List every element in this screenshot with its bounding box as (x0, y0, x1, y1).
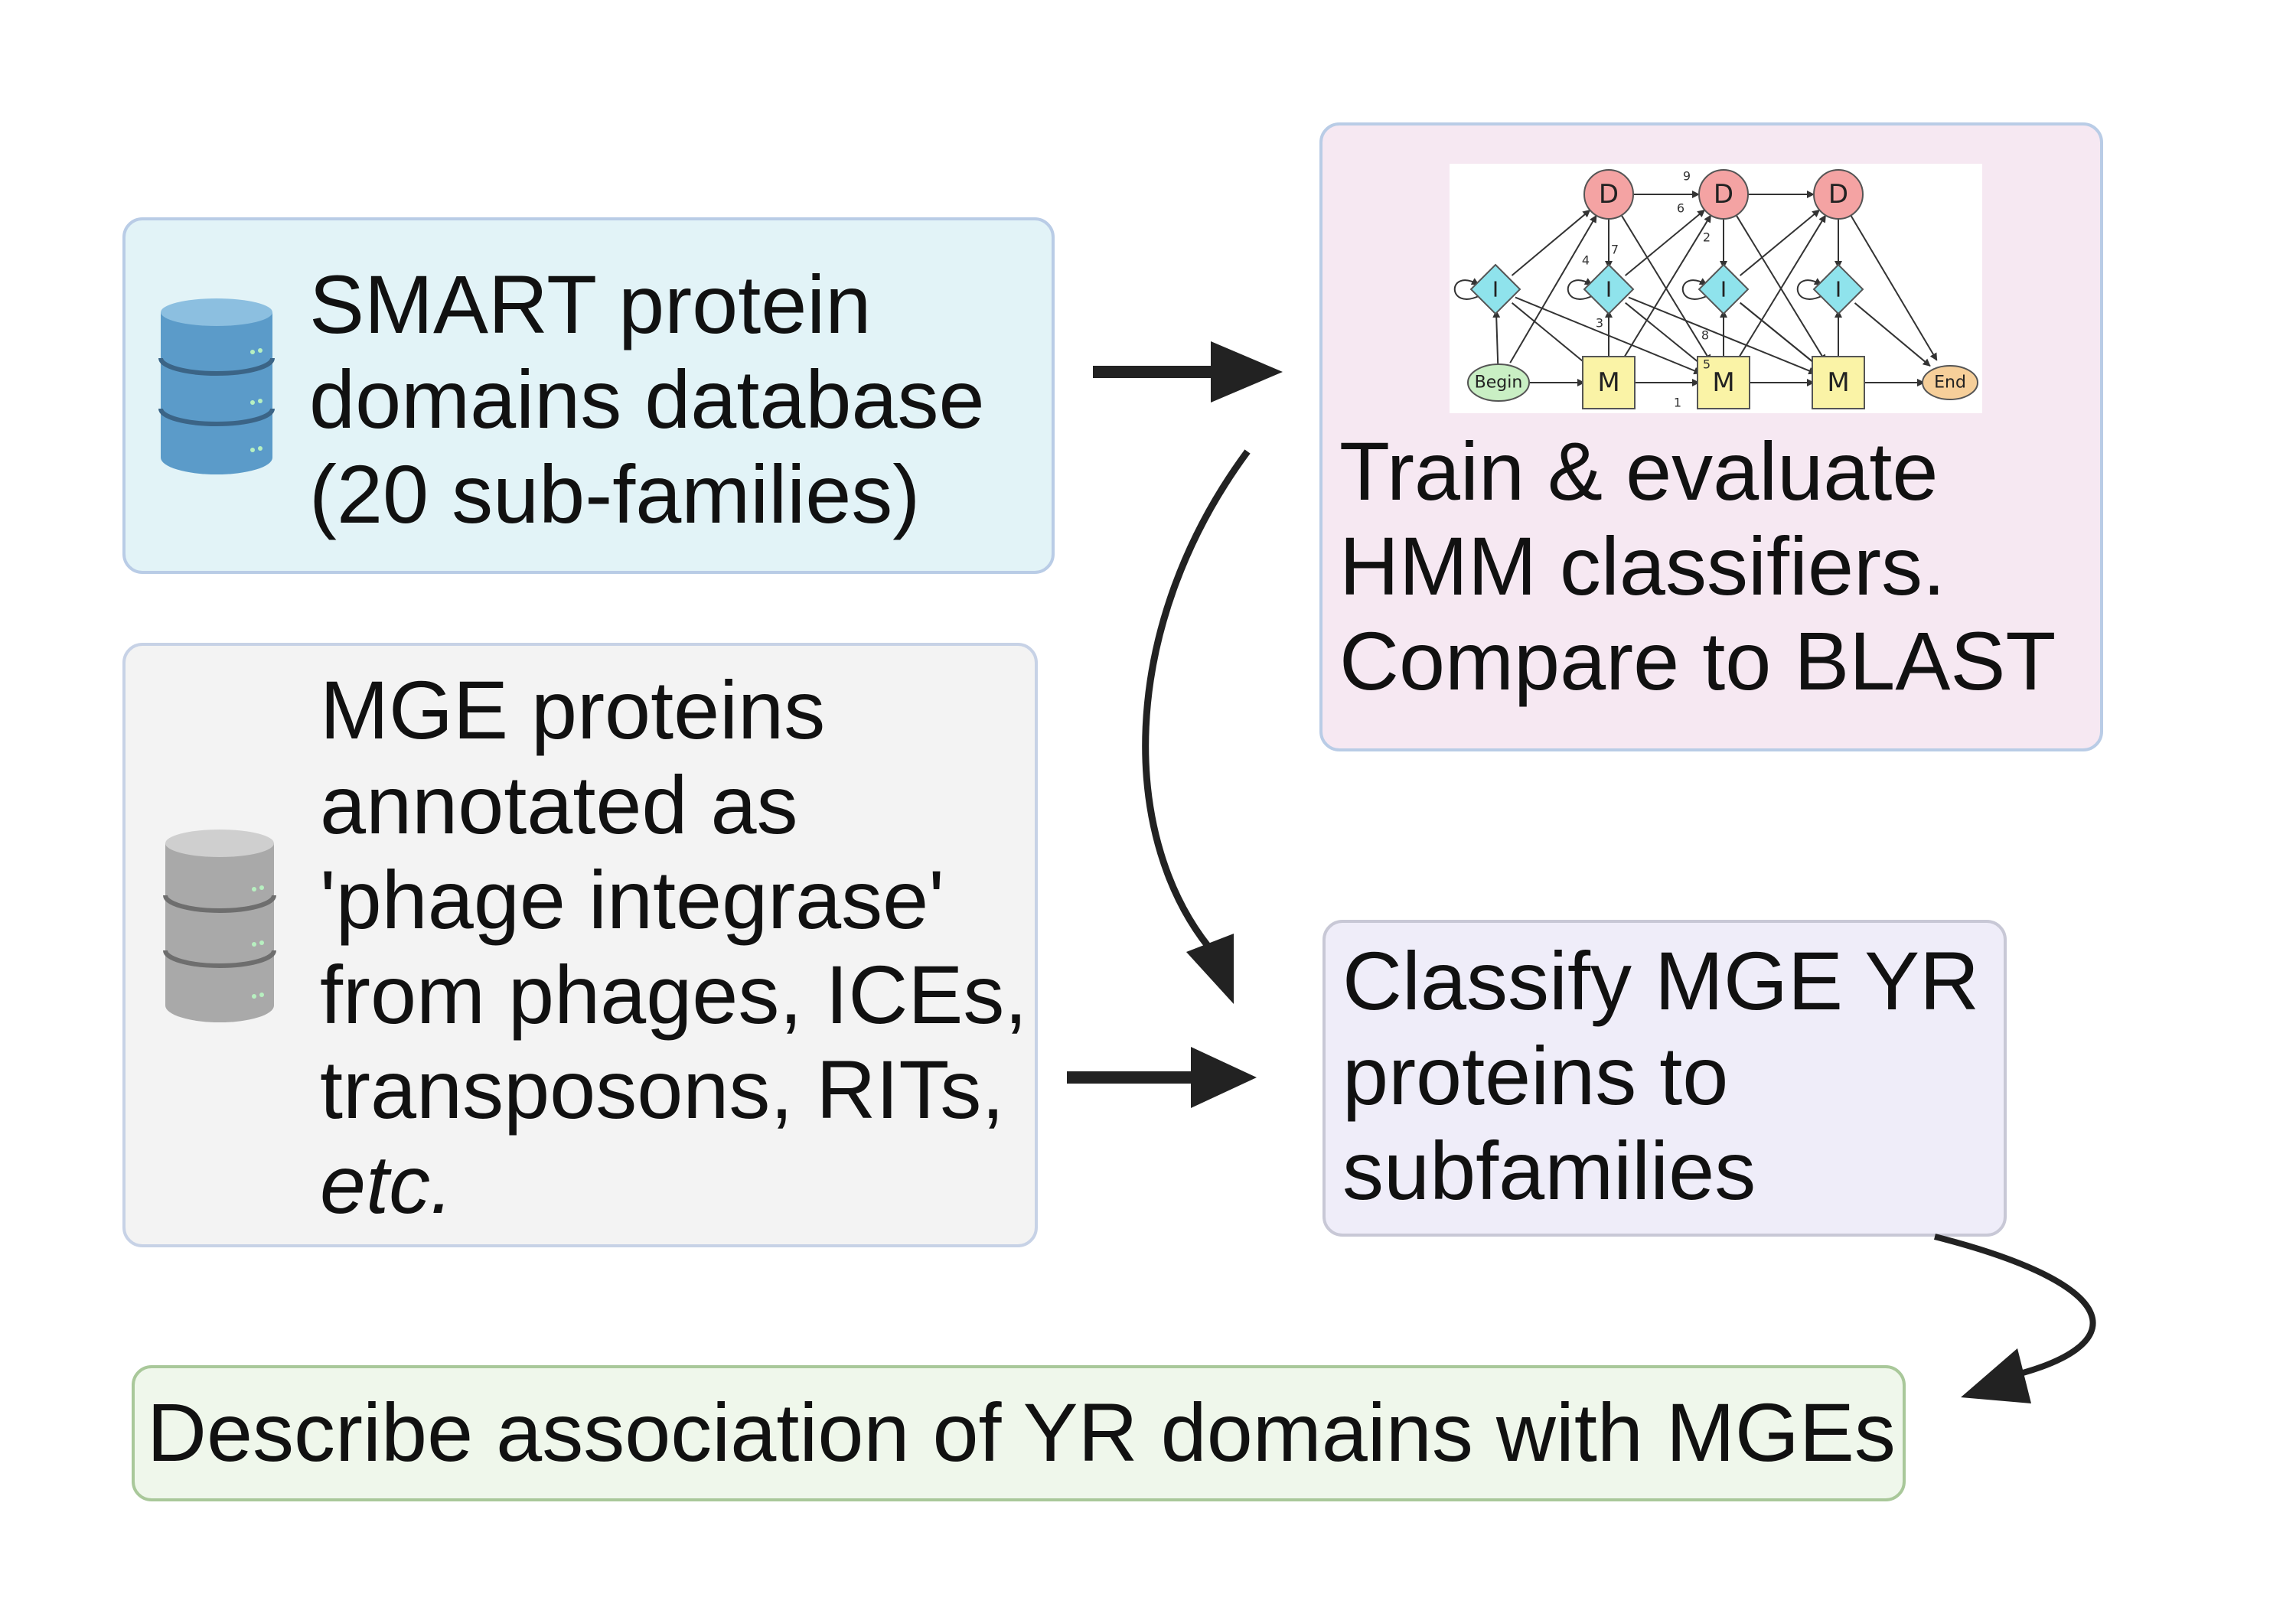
hmm-transition (1624, 209, 1706, 276)
hmm-states: D D D I I I I M M M Begin End (1467, 169, 1978, 409)
train-line-2: HMM classifiers. (1339, 520, 1946, 612)
hmm-transition (1854, 302, 1931, 367)
smart-line-1: SMART protein (309, 258, 872, 350)
hmm-end-state (1922, 365, 1978, 400)
hmm-match-state (1697, 356, 1750, 409)
database-icon (163, 830, 276, 1022)
mge-line-2: annotated as (320, 758, 798, 851)
hmm-insert-label: I (1606, 277, 1612, 302)
smart-box-text: SMART protein domains database (20 sub-f… (309, 257, 985, 542)
hmm-transition (1515, 296, 1702, 375)
hmm-end-label: End (1934, 373, 1966, 393)
train-line-3: Compare to BLAST (1339, 614, 2056, 707)
hmm-transition (1492, 309, 1501, 365)
hmm-edge-number: 3 (1596, 316, 1603, 331)
mge-line-3: 'phage integrase' (320, 853, 944, 946)
hmm-edge-number: 5 (1703, 357, 1711, 372)
hmm-transition (1625, 302, 1705, 368)
hmm-insert-label: I (1835, 277, 1841, 302)
arrow-smart-to-train (1093, 341, 1283, 403)
describe-box (132, 1365, 1906, 1501)
hmm-state-diagram: D D D I I I I M M M Begin End 1 2 3 4 5 6 7 8 9 (1453, 169, 1978, 410)
mge-line-4: from phages, ICEs, (320, 948, 1028, 1041)
database-icon (158, 298, 275, 474)
hmm-match-label: M (1712, 367, 1734, 398)
describe-line-1: Describe association of YR domains with … (147, 1386, 1896, 1478)
classify-box-text: Classify MGE YR proteins to subfamilies (1342, 934, 1979, 1218)
hmm-edge-number: 9 (1683, 169, 1691, 184)
hmm-edge-number: 1 (1674, 396, 1681, 410)
hmm-transition (1740, 302, 1820, 368)
hmm-insert-state (1583, 263, 1635, 315)
hmm-match-label: M (1827, 367, 1849, 398)
arrow-train-to-classify (1142, 449, 1251, 1004)
mge-line-6: etc. (320, 1138, 454, 1231)
hmm-begin-state (1467, 363, 1530, 402)
hmm-edge-number: 7 (1611, 243, 1619, 257)
hmm-edge-numbers: 1 2 3 4 5 6 7 8 9 (1582, 169, 1711, 410)
hmm-diagram-panel: D D D I I I I M M M Begin End 1 2 3 4 5 6 7 8 9 (1450, 164, 1982, 413)
hmm-delete-state (1813, 169, 1864, 220)
hmm-transition (1620, 214, 1712, 363)
arrow-mge-to-classify (1067, 1047, 1257, 1108)
hmm-insert-label: I (1492, 277, 1499, 302)
hmm-self-loop (1796, 278, 1824, 300)
smart-line-3: (20 sub-families) (309, 448, 921, 540)
train-line-1: Train & evaluate (1339, 425, 1939, 517)
hmm-transition (1739, 209, 1821, 276)
hmm-delete-label: D (1599, 179, 1619, 210)
hmm-delete-label: D (1828, 179, 1848, 210)
describe-box-text: Describe association of YR domains with … (147, 1385, 1896, 1480)
hmm-transition (1509, 214, 1597, 363)
hmm-delete-state (1583, 169, 1634, 220)
hmm-transition (1628, 296, 1817, 375)
hmm-transition (1511, 302, 1591, 368)
hmm-edge-number: 2 (1703, 230, 1711, 245)
hmm-insert-state (1812, 263, 1864, 315)
classify-box (1322, 920, 2007, 1237)
hmm-match-label: M (1597, 367, 1619, 398)
classify-line-3: subfamilies (1342, 1124, 1756, 1217)
database-cylinder-gray (163, 830, 276, 1022)
hmm-delete-state (1698, 169, 1749, 220)
hmm-match-state (1812, 356, 1865, 409)
hmm-self-loop (1567, 278, 1594, 300)
hmm-transition (1735, 214, 1827, 363)
hmm-begin-label: Begin (1475, 373, 1523, 393)
classify-line-1: Classify MGE YR (1342, 934, 1980, 1027)
hmm-edge-number: 8 (1701, 328, 1709, 343)
hmm-self-loop (1453, 278, 1481, 300)
hmm-delete-label: D (1714, 179, 1733, 210)
arrow-classify-to-describe (1934, 1234, 2096, 1403)
hmm-edge-number: 4 (1582, 253, 1590, 268)
mge-line-1: MGE proteins (320, 663, 826, 756)
mge-line-5: transposons, RITs, (320, 1043, 1005, 1136)
hmm-transitions (1453, 191, 1938, 386)
hmm-insert-label: I (1720, 277, 1727, 302)
hmm-match-state (1582, 356, 1636, 409)
smart-line-2: domains database (309, 353, 985, 445)
hmm-edge-number: 6 (1677, 201, 1684, 216)
mge-proteins-box (122, 643, 1038, 1247)
hmm-self-loop (1681, 278, 1709, 300)
hmm-insert-state (1698, 263, 1750, 315)
train-box-text: Train & evaluate HMM classifiers. Compar… (1339, 424, 2056, 709)
hmm-insert-state (1469, 263, 1521, 315)
database-cylinder-blue (158, 298, 275, 474)
hmm-transition (1850, 215, 1938, 361)
mge-box-text: MGE proteins annotated as 'phage integra… (320, 663, 1027, 1232)
hmm-transition (1511, 209, 1591, 276)
classify-line-2: proteins to (1342, 1029, 1729, 1122)
smart-database-box (122, 217, 1055, 574)
